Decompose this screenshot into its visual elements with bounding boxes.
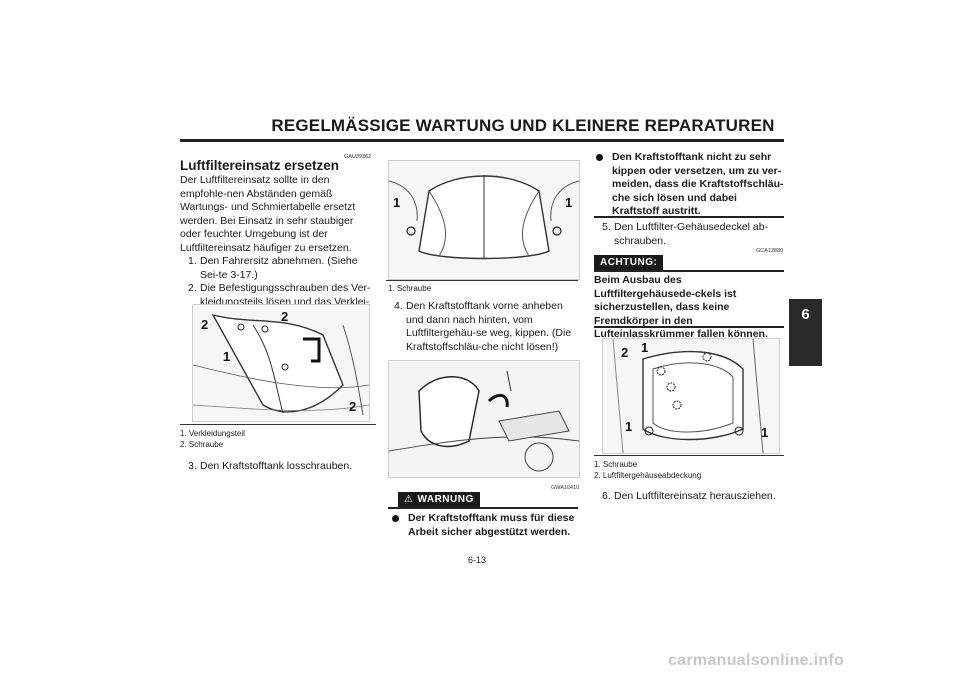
- section-heading: Luftfiltereinsatz ersetzen: [180, 158, 340, 173]
- caption-rule: [594, 455, 784, 456]
- warning-content: Der Kraftstofftank muss für diese Arbeit…: [390, 512, 578, 539]
- chapter-tab-label: 6: [801, 306, 810, 323]
- caution-rule: [594, 270, 784, 272]
- step-text: Den Kraftstofftank vorne anheben und dan…: [406, 300, 572, 353]
- page-number: 6-13: [468, 555, 487, 565]
- step-number: 1.: [188, 255, 197, 267]
- step-number: 5.: [602, 221, 611, 233]
- figure-label: 2: [621, 345, 629, 360]
- caption-rule: [386, 280, 578, 281]
- figure-label: 2: [349, 399, 357, 414]
- chapter-tab[interactable]: 6: [789, 299, 822, 366]
- step-4: 4.Den Kraftstofftank vorne anheben und d…: [386, 300, 582, 354]
- figure-label: 1: [761, 425, 769, 440]
- caption-rule: [180, 424, 376, 425]
- caption-line: 2. Schraube: [180, 440, 224, 449]
- airbox-illustration: [603, 339, 779, 453]
- caption-line: 1. Schraube: [594, 460, 638, 469]
- caption-line: 1. Verkleidungsteil: [180, 429, 245, 438]
- figure-label: 2: [281, 309, 289, 324]
- step-text: Den Fahrersitz abnehmen. (Siehe Sei-te 3…: [200, 255, 358, 281]
- tank-tilt-illustration: [389, 361, 579, 477]
- bullet-text: Der Kraftstofftank muss für diese Arbeit…: [408, 512, 575, 538]
- watermark: carmanualsonline.info: [668, 652, 845, 669]
- figure-label: 2: [201, 317, 209, 332]
- figure-tank-screws: 1 1: [388, 160, 580, 280]
- figure-label: 1: [641, 340, 649, 355]
- caution-text: Beim Ausbau des Luftfiltergehäusede-ckel…: [594, 274, 768, 340]
- warning-bullet: Der Kraftstofftank muss für diese Arbeit…: [390, 512, 578, 539]
- figure-label: 1: [565, 195, 573, 210]
- figure-label: 1: [223, 349, 231, 364]
- left-column: Luftfiltereinsatz ersetzen Der Luftfilte…: [180, 158, 376, 323]
- figure-label: 1: [625, 419, 633, 434]
- caution-ref-code: GCA12880: [756, 248, 784, 254]
- fairing-illustration: [193, 305, 369, 421]
- bullet-icon: [392, 515, 399, 522]
- step-text: Den Luftfilter-Gehäusedeckel ab-schraube…: [614, 221, 769, 247]
- figure-label: 1: [393, 195, 401, 210]
- step-text: Den Kraftstofftank losschrauben.: [200, 460, 353, 472]
- bullet-icon: [596, 154, 603, 161]
- title-rule: [180, 139, 784, 142]
- warning-icon: ⚠: [404, 494, 414, 505]
- intro-paragraph: Der Luftfiltereinsatz sollte in den empf…: [180, 174, 356, 254]
- step-number: 3.: [188, 460, 197, 472]
- caution-content: Beim Ausbau des Luftfiltergehäusede-ckel…: [594, 274, 784, 342]
- figure-tank-tilt: [388, 360, 580, 478]
- step-text: Den Luftfiltereinsatz herausziehen.: [614, 490, 776, 502]
- figure-caption: 1. Schraube 2. Luftfiltergehäuseabdeckun…: [594, 459, 701, 481]
- warning-label: WARNUNG: [417, 494, 474, 505]
- warning-rule: [388, 507, 578, 509]
- step-number: 6.: [602, 490, 611, 502]
- page-title: REGELMÄSSIGE WARTUNG UND KLEINERE REPARA…: [271, 116, 775, 135]
- caution-label: ACHTUNG:: [600, 257, 658, 268]
- caution-end-rule: [594, 326, 784, 328]
- step-1: 1.Den Fahrersitz abnehmen. (Siehe Sei-te…: [180, 255, 376, 282]
- warning-ref-code: GWA10410: [551, 485, 580, 491]
- figure-airbox: 2 1 1 1: [602, 338, 780, 454]
- step-6: 6.Den Luftfiltereinsatz herausziehen.: [594, 490, 784, 504]
- figure-caption: 1. Schraube: [388, 284, 432, 293]
- step-5: 5.Den Luftfilter-Gehäusedeckel ab-schrau…: [594, 221, 784, 248]
- caution-badge: ACHTUNG:: [594, 255, 664, 270]
- figure-caption: 1. Verkleidungsteil 2. Schraube: [180, 428, 245, 450]
- step-number: 2.: [188, 282, 197, 294]
- tank-screws-illustration: [389, 161, 579, 279]
- warning-end-rule: [594, 216, 784, 218]
- step-3: 3.Den Kraftstofftank losschrauben.: [180, 460, 376, 474]
- warning-bullet: Den Kraftstofftank nicht zu sehr kippen …: [594, 151, 784, 219]
- step-number: 4.: [394, 300, 403, 312]
- warning-badge: ⚠WARNUNG: [398, 492, 480, 507]
- section-ref-code: GAU39362: [344, 154, 372, 160]
- right-warning-content: Den Kraftstofftank nicht zu sehr kippen …: [594, 151, 784, 219]
- caption-line: 2. Luftfiltergehäuseabdeckung: [594, 471, 702, 480]
- bullet-text: Den Kraftstofftank nicht zu sehr kippen …: [612, 151, 784, 217]
- figure-fairing: 2 2 1 2: [192, 304, 370, 422]
